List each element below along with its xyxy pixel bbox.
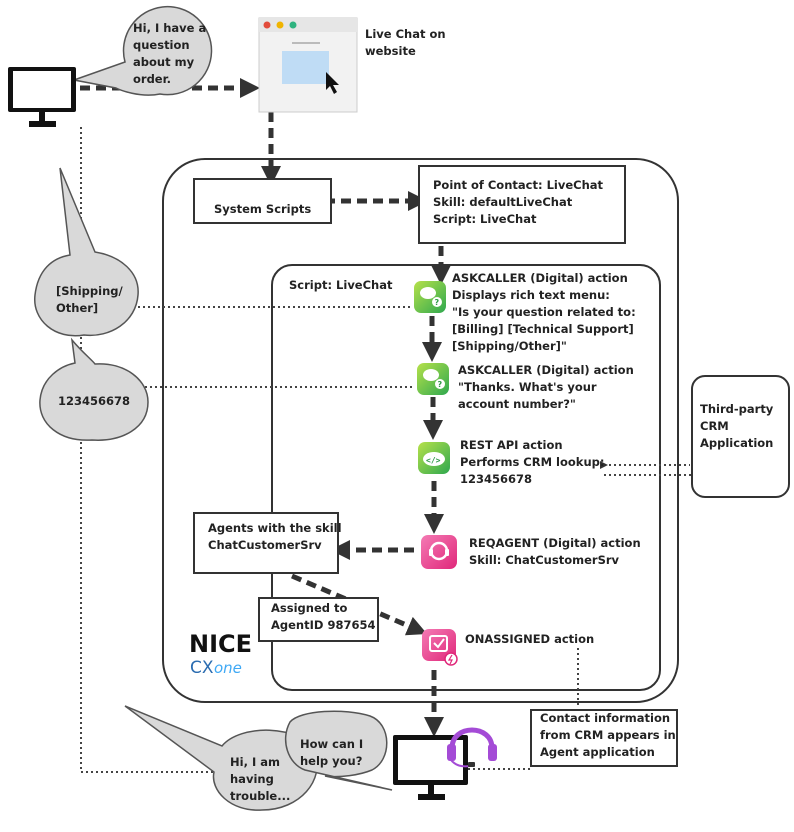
agent-monitor-icon (393, 735, 468, 800)
customer-reply-text: Hi, I am having trouble... (230, 755, 291, 803)
system-scripts-box (193, 178, 332, 224)
svg-text:?: ? (435, 298, 440, 307)
crm-text: Third-party CRM Application (700, 402, 774, 450)
script-label: Script: LiveChat (289, 278, 393, 292)
point-of-contact-text: Point of Contact: LiveChat Skill: defaul… (433, 178, 604, 226)
svg-text:</>: </> (426, 456, 441, 465)
browser-window-icon (258, 17, 358, 113)
agent-bubble-text: How can I help you? (300, 737, 364, 768)
contact-info-text: Contact information from CRM appears in … (540, 711, 676, 759)
account-reply-text: 123456678 (58, 394, 131, 408)
system-scripts-label: System Scripts (214, 202, 312, 216)
contact-info-box (530, 709, 678, 767)
customer-question-bubble (71, 5, 213, 96)
website-label: Live Chat on website (365, 27, 446, 58)
agents-skill-box (193, 512, 339, 574)
askcaller-icon-2: ? (417, 363, 449, 395)
menu-reply-text: [Shipping/ Other] (56, 284, 123, 315)
svg-text:one: one (214, 659, 242, 677)
customer-monitor-icon (8, 67, 76, 127)
askcaller-1-text: ASKCALLER (Digital) action Displays rich… (452, 271, 636, 353)
point-of-contact-box (418, 165, 626, 244)
svg-text:?: ? (438, 380, 443, 389)
crm-box (691, 375, 790, 498)
onassigned-text: ONASSIGNED action (465, 632, 595, 646)
customer-reply-bubble (124, 705, 318, 811)
rest-api-icon: </> (418, 442, 450, 474)
logo-brand: NICE (189, 630, 252, 658)
script-container (271, 264, 661, 691)
agent-bubble (284, 710, 393, 791)
rest-api-text: REST API action Performs CRM lookup: 123… (460, 438, 605, 486)
account-reply-bubble (39, 337, 149, 441)
customer-question-text: Hi, I have a question about my order. (133, 21, 207, 86)
menu-reply-bubble (34, 167, 139, 337)
assigned-box (258, 597, 379, 642)
askcaller-2-text: ASKCALLER (Digital) action "Thanks. What… (458, 363, 634, 411)
reqagent-icon (421, 535, 457, 569)
nice-cxone-logo: NICE CX one (189, 630, 252, 678)
headset-icon (447, 727, 497, 768)
onassigned-icon (422, 629, 458, 666)
agents-skill-text: Agents with the skill ChatCustomerSrv (208, 521, 342, 552)
askcaller-icon-1: ? (414, 281, 446, 313)
logo-product: CX (190, 658, 214, 678)
reqagent-text: REQAGENT (Digital) action Skill: ChatCus… (469, 536, 641, 567)
speech-bubbles (34, 5, 393, 811)
assigned-text: Assigned to AgentID 987654 (271, 601, 376, 632)
